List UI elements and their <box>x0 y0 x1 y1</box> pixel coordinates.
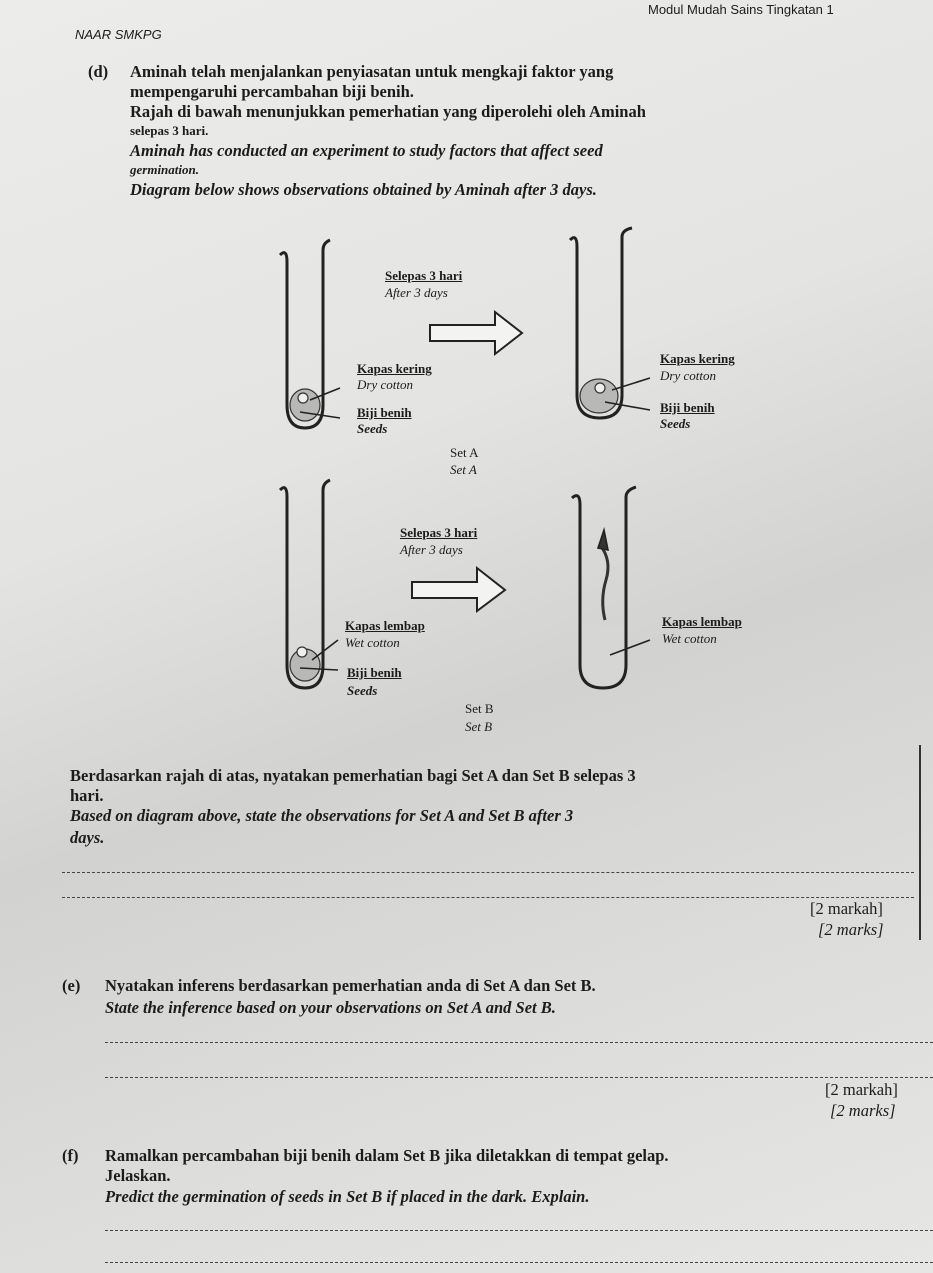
test-tube-set-a-after <box>568 226 633 420</box>
module-header: Modul Mudah Sains Tingkatan 1 <box>648 2 834 17</box>
seed-label: Seeds <box>347 683 378 698</box>
text-line: Predict the germination of seeds in Set … <box>105 1187 590 1206</box>
cotton-label: Kapas lembap <box>662 614 742 629</box>
cotton-label: Dry cotton <box>357 377 413 392</box>
set-caption: Set B <box>465 719 493 734</box>
wet-cotton-b-after <box>582 625 624 686</box>
text-line: Rajah di bawah menunjukkan pemerhatian y… <box>130 102 646 121</box>
set-caption: Set A <box>450 462 477 477</box>
seed-icon <box>297 392 309 404</box>
answer-line[interactable] <box>105 1077 933 1078</box>
text-line: hari. <box>70 786 104 805</box>
set-caption: Set A <box>450 445 479 460</box>
cotton-label: Kapas kering <box>660 351 735 366</box>
school-code: NAAR SMKPG <box>75 27 162 42</box>
text-line: Berdasarkan rajah di atas, nyatakan peme… <box>70 766 636 785</box>
marks-label: [2 marks] <box>830 1101 896 1120</box>
test-tube-set-a-before <box>278 238 331 430</box>
cotton-label: Wet cotton <box>662 631 717 646</box>
marks-label: [2 marks] <box>818 920 884 939</box>
cotton-label: Kapas kering <box>357 361 432 376</box>
text-line: Ramalkan percambahan biji benih dalam Se… <box>105 1146 669 1165</box>
margin-line <box>919 745 921 940</box>
seed-label: Biji benih <box>347 665 402 680</box>
marks-label: [2 markah] <box>810 899 883 918</box>
text-line: mempengaruhi percambahan biji benih. <box>130 82 414 101</box>
seedling-icon <box>598 544 610 621</box>
text-line: Nyatakan inferens berdasarkan pemerhatia… <box>105 976 596 995</box>
test-tube-set-b-before <box>278 478 331 690</box>
answer-line[interactable] <box>105 1262 933 1263</box>
seed-label: Seeds <box>660 416 691 431</box>
answer-line[interactable] <box>62 872 914 873</box>
answer-line[interactable] <box>105 1230 933 1231</box>
arrow-label: After 3 days <box>385 285 448 300</box>
question-label: (d) <box>88 62 109 81</box>
seed-icon <box>594 382 606 394</box>
question-label: (e) <box>62 976 81 995</box>
marks-label: [2 markah] <box>825 1080 898 1099</box>
text-line: Based on diagram above, state the observ… <box>70 806 574 825</box>
answer-line[interactable] <box>62 897 914 898</box>
seed-label: Seeds <box>357 421 388 436</box>
seed-label: Biji benih <box>660 400 715 415</box>
arrow-label: After 3 days <box>400 542 463 557</box>
text-line: selepas 3 hari. <box>130 123 209 138</box>
seed-icon <box>296 646 308 658</box>
text-line: Aminah telah menjalankan penyiasatan unt… <box>130 62 614 81</box>
question-label: (f) <box>62 1146 79 1165</box>
arrow-label: Selepas 3 hari <box>385 268 463 283</box>
seed-label: Biji benih <box>357 405 412 420</box>
text-line: Diagram below shows observations obtaine… <box>130 180 597 199</box>
arrow-label: Selepas 3 hari <box>400 525 478 540</box>
arrow-icon-set-b <box>411 565 507 613</box>
text-line: Jelaskan. <box>105 1166 171 1185</box>
text-line: State the inference based on your observ… <box>105 998 556 1017</box>
text-line: days. <box>70 828 105 847</box>
cotton-label: Kapas lembap <box>345 618 425 633</box>
text-line: germination. <box>130 162 199 177</box>
dry-cotton-seeds-a-after <box>579 378 619 414</box>
text-line: Aminah has conducted an experiment to st… <box>130 141 603 160</box>
answer-line[interactable] <box>105 1042 933 1043</box>
cotton-label: Dry cotton <box>660 368 716 383</box>
set-caption: Set B <box>465 701 494 716</box>
test-tube-set-b-after <box>571 485 637 690</box>
cotton-label: Wet cotton <box>345 635 400 650</box>
arrow-icon-set-a <box>429 309 524 357</box>
